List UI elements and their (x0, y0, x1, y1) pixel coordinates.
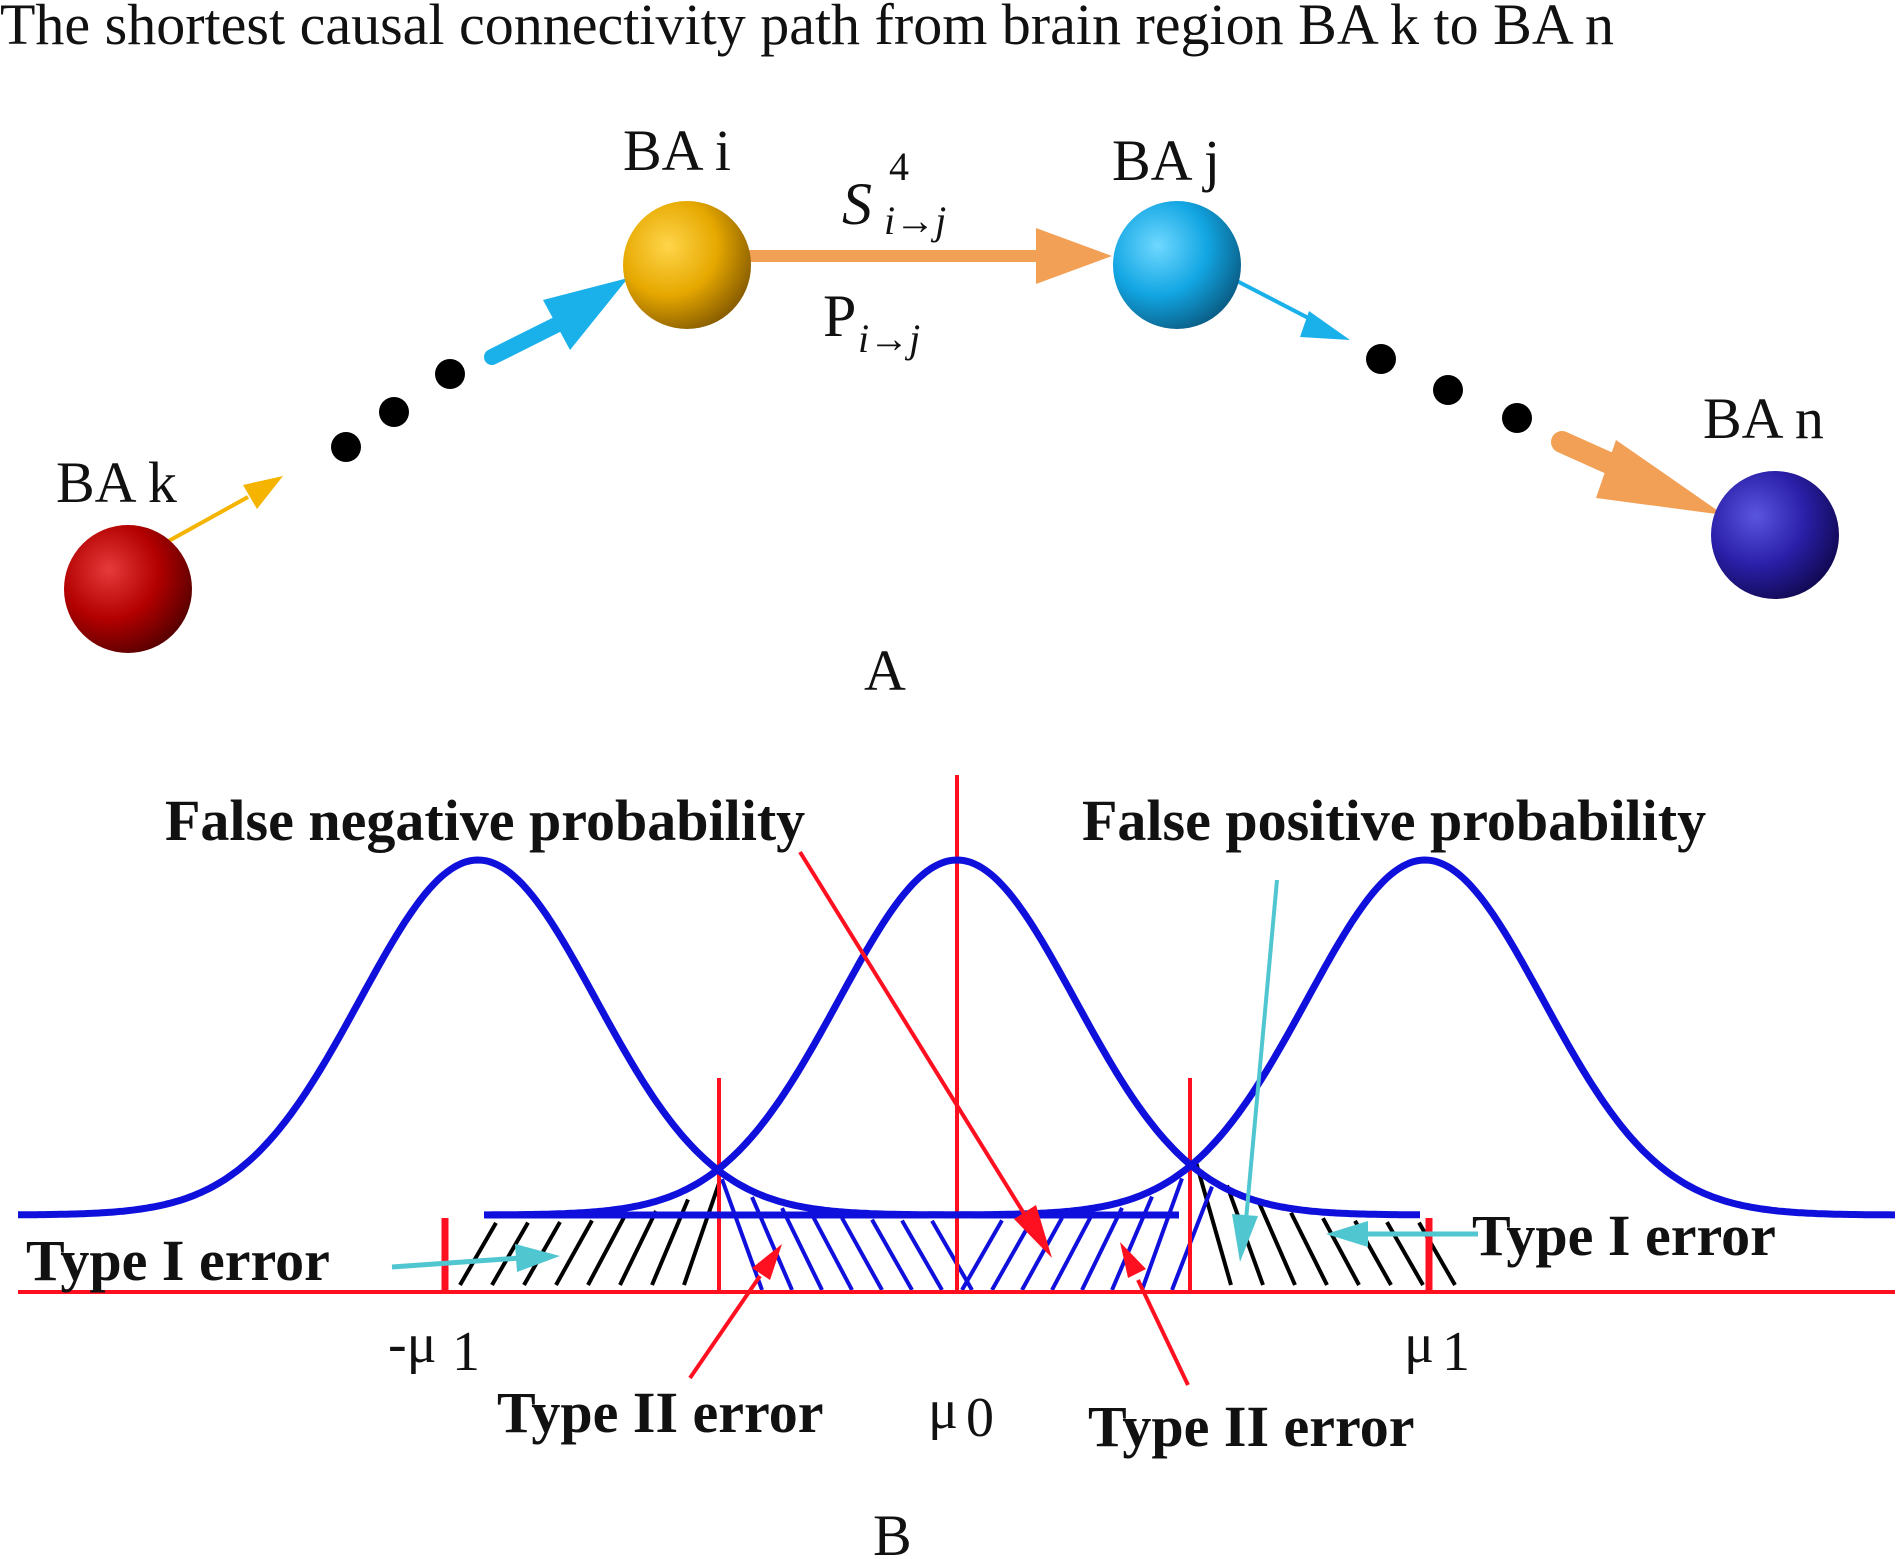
hatch-line (554, 1219, 594, 1286)
svg-text:0: 0 (966, 1387, 994, 1449)
node-label-n: BA n (1703, 386, 1824, 451)
hatch-line (1080, 1206, 1124, 1291)
node-ba-i (623, 201, 751, 329)
svg-text:-μ: -μ (388, 1313, 437, 1375)
hatch-line (682, 1179, 722, 1286)
arrow-type2-left (688, 1244, 782, 1380)
hatch-line (1289, 1211, 1329, 1286)
arrow-k-to-path (164, 476, 283, 545)
hatch-line (1140, 1177, 1184, 1291)
svg-text:1: 1 (452, 1321, 480, 1383)
s-superscript: 4 (889, 144, 909, 189)
false-positive-label: False positive probability (1082, 788, 1706, 853)
node-label-j: BA j (1112, 128, 1220, 193)
path-dot (1502, 403, 1532, 433)
path-dot (1366, 344, 1396, 374)
hatch-line (900, 1219, 944, 1291)
hatch-line (618, 1210, 658, 1286)
path-dot (1433, 375, 1463, 405)
mu-zero-label: μ 0 (928, 1379, 994, 1449)
svg-text:μ: μ (928, 1379, 958, 1441)
hatch-line (780, 1207, 824, 1291)
s-symbol: S (842, 171, 872, 237)
arrow-type2-right (1120, 1242, 1190, 1386)
node-ba-j (1113, 201, 1241, 329)
false-negative-label: False negative probability (165, 788, 805, 853)
p-symbol: P (823, 283, 856, 349)
node-label-k: BA k (56, 450, 177, 515)
mu-pos-label: μ 1 (1404, 1313, 1470, 1383)
node-ba-k (64, 525, 192, 653)
s-subscript: i→j (884, 198, 946, 243)
hatch-line (1321, 1217, 1361, 1286)
hatch-line (458, 1221, 498, 1287)
path-dot (435, 359, 465, 389)
distribution-curve-right (485, 856, 1895, 1219)
hatch-line (840, 1216, 884, 1291)
hatch-line (490, 1221, 530, 1286)
hatch-line (810, 1213, 854, 1291)
arrow-type1-left (391, 1244, 560, 1272)
hatch-line (870, 1218, 914, 1291)
type1-error-label-left: Type I error (26, 1228, 330, 1293)
arrow-j-to-path (1234, 278, 1350, 340)
hatch-line (1193, 1158, 1233, 1286)
node-ba-n (1711, 471, 1839, 599)
type1-error-label-right: Type I error (1472, 1203, 1776, 1268)
node-label-i: BA i (623, 118, 731, 183)
p-subscript: i→j (858, 316, 920, 361)
type2-error-label-right: Type II error (1088, 1394, 1414, 1459)
panel-b: False negative probability False positiv… (18, 775, 1895, 1559)
edge-s-label: S 4 i→j (842, 144, 946, 243)
panel-a-label: A (864, 638, 906, 703)
arrow-type1-right (1326, 1221, 1478, 1247)
type2-error-label-left: Type II error (497, 1380, 823, 1445)
mu-neg-label: -μ 1 (388, 1313, 480, 1383)
hatch-line (930, 1219, 974, 1292)
arrow-false-positive (1232, 879, 1279, 1262)
arrow-path-to-i (484, 278, 628, 365)
hatch-line (1257, 1201, 1297, 1286)
hatch-line (960, 1219, 1004, 1291)
path-dot (331, 432, 361, 462)
arrow-path-to-n (1551, 431, 1724, 515)
svg-text:1: 1 (1442, 1321, 1470, 1383)
svg-text:μ: μ (1404, 1313, 1434, 1375)
edge-p-label: P i→j (823, 283, 920, 361)
hatch-line (586, 1216, 626, 1286)
hatch-line (1020, 1216, 1064, 1291)
figure-title: The shortest causal connectivity path fr… (0, 0, 1614, 57)
path-dot (379, 397, 409, 427)
hatch-line (990, 1218, 1034, 1291)
panel-b-label: B (873, 1503, 912, 1559)
hatch-line (1050, 1213, 1094, 1291)
distribution-curve-center (484, 856, 1420, 1219)
arrow-false-negative (798, 850, 1052, 1258)
arrow-i-to-j (746, 228, 1112, 284)
hatch-line (720, 1178, 764, 1291)
panel-a: BA k BA i BA j BA n S 4 i→j P i→j A (56, 118, 1839, 703)
distribution-curve-left (18, 856, 1179, 1219)
